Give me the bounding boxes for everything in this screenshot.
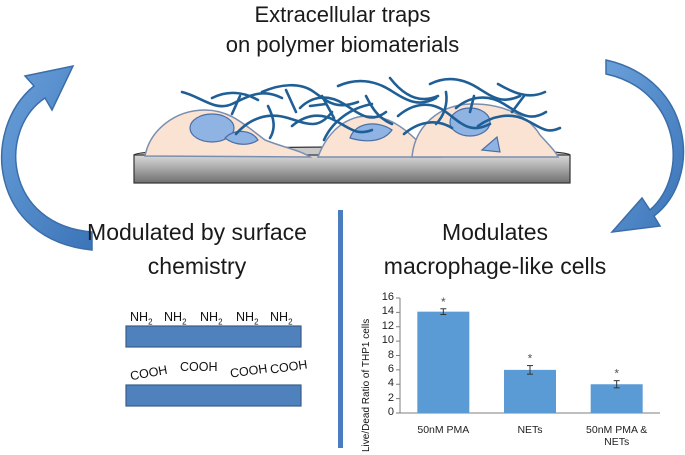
chart-x-category-label: NETs [517,424,543,436]
chart-y-tick-label: 16 [381,291,394,303]
chart-x-category-label: 50nM PMA & [586,424,648,436]
chart-y-tick-label: 14 [381,305,394,318]
amine-group-label: NH2 [270,310,293,327]
chart-bar [590,384,643,413]
chart-y-tick-label: 0 [387,406,394,418]
net-fibers [180,76,562,142]
amine-group-label: NH2 [164,310,187,327]
chart-x-category-label: 50nM PMA [417,424,470,436]
chart-bar [504,369,556,413]
chart-y-tick-label: 6 [387,362,394,375]
cell-1 [144,109,313,158]
right-cycle-arrow [605,59,685,233]
panel-divider [338,210,343,448]
chart-significance-marker: * [441,295,446,309]
left-cycle-arrow [1,64,93,251]
diagram-title-line2: on polymer biomaterials [225,32,460,57]
amine-group-label: NH2 [236,310,259,327]
chart-y-tick-label: 4 [387,377,394,390]
right-heading-line2: macrophage-like cells [383,253,607,279]
diagram-title-line1: Extracellular traps [254,2,431,27]
chart-significance-marker: * [614,367,619,381]
chart-y-tick-label: 10 [381,334,394,347]
right-heading-line1: Modulates [441,219,549,245]
chart-significance-marker: * [528,352,533,366]
amine-group-label: NH2 [130,310,153,327]
chart-y-axis-label: Live/Dead Ratio of THP1 cells [361,318,372,452]
carboxyl-group-label: COOH [180,360,218,374]
chart-y-tick-label: 2 [387,391,394,404]
cell-3 [411,103,560,158]
left-heading-line1: Modulated by surface [87,219,307,245]
amine-surface-slab [125,325,302,348]
left-heading-line2: chemistry [147,253,247,279]
chart-x-category-label: NETs [604,436,630,448]
chart-y-tick-label: 12 [381,319,394,332]
chart-bar [417,311,470,413]
live-dead-bar-chart: * * * [396,295,660,414]
chart-y-tick-label: 8 [387,348,394,361]
carboxyl-surface-slab [125,384,302,407]
amine-group-label: NH2 [200,310,223,327]
